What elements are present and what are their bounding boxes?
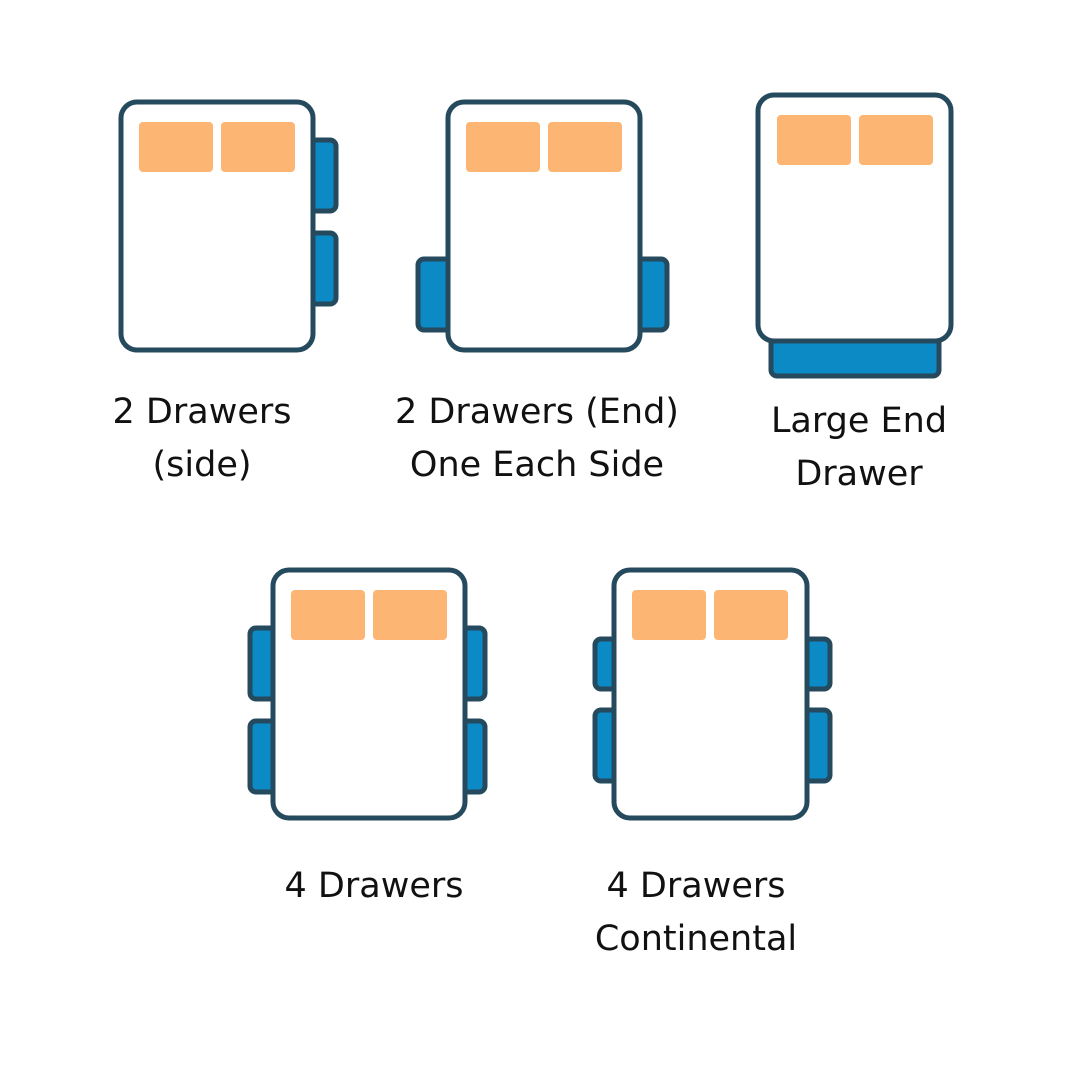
caption-line: Continental [594, 919, 798, 959]
bed-large-end-drawer [755, 92, 954, 379]
bed-two-drawers-end-one-each-side [415, 99, 670, 353]
caption-line: 2 Drawers [112, 392, 292, 432]
caption-two-drawers-end-one-each-side: 2 Drawers (End) One Each Side [367, 386, 707, 492]
pillow-right [548, 122, 622, 172]
caption-large-end-drawer: Large End Drawer [689, 395, 1029, 501]
pillow-right [373, 590, 447, 640]
caption-line: Large End [770, 401, 948, 441]
caption-four-drawers: 4 Drawers [204, 860, 544, 913]
caption-line: Drawer [795, 454, 923, 494]
caption-two-drawers-side: 2 Drawers (side) [32, 386, 372, 492]
pillow-right [221, 122, 295, 172]
pillow-left [139, 122, 213, 172]
pillow-right [714, 590, 788, 640]
pillow-left [632, 590, 706, 640]
caption-line: 4 Drawers [606, 866, 786, 906]
bed-two-drawers-side [118, 99, 339, 353]
caption-line: (side) [152, 445, 252, 485]
bed-four-drawers [247, 567, 488, 821]
pillow-left [466, 122, 540, 172]
pillow-left [777, 115, 851, 165]
caption-line: 4 Drawers [284, 866, 464, 906]
pillow-left [291, 590, 365, 640]
bed-four-drawers-continental [592, 567, 833, 821]
pillow-right [859, 115, 933, 165]
caption-four-drawers-continental: 4 Drawers Continental [526, 860, 866, 966]
caption-line: One Each Side [409, 445, 665, 485]
caption-line: 2 Drawers (End) [395, 392, 679, 432]
